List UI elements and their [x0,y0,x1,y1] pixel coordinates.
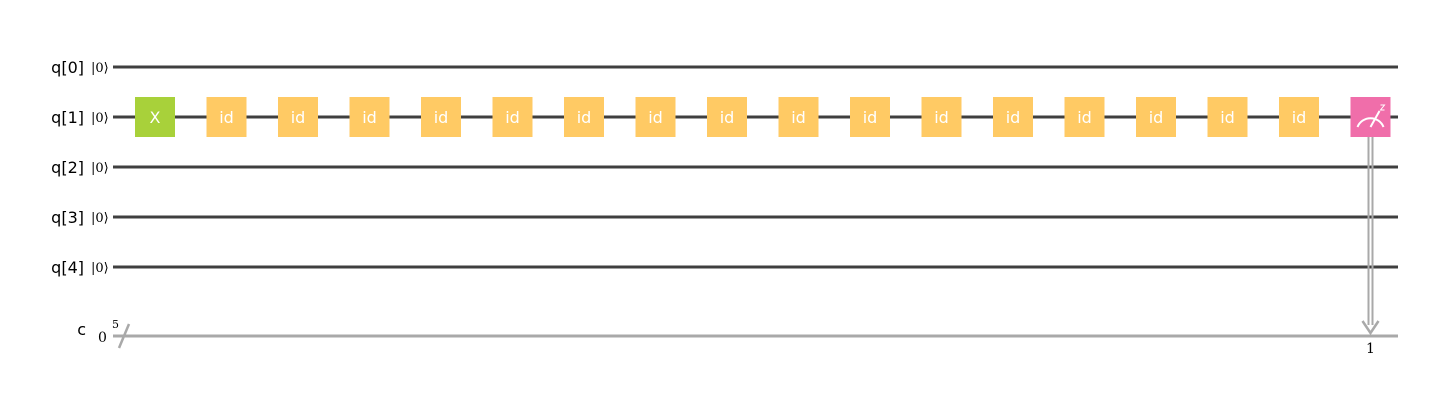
x-gate [135,97,175,137]
gate-label: id [577,108,592,127]
qubit-init-state: |0⟩ [91,261,109,276]
gate-label: id [1149,108,1164,127]
meter-basis-mark [1379,104,1386,111]
gate-label: id [1292,108,1307,127]
gate-label: id [648,108,663,127]
id-gate [492,97,533,137]
qubit-label: q[2] [51,158,84,177]
measure-gate [1350,97,1391,137]
measure-meter-icon [1356,104,1386,128]
qubit-label: q[3] [51,208,84,227]
id-gate [349,97,390,137]
classical-bundle-slash [117,323,131,349]
id-gate [850,97,890,137]
gate-label: id [505,108,520,127]
id-gate [278,97,318,137]
gate-label: id [1006,108,1021,127]
id-gate [1207,97,1248,137]
id-gate [1136,97,1176,137]
id-gate [778,97,819,137]
qubit-label: q[0] [51,58,84,77]
id-gate [707,97,747,137]
qubit-label: q[4] [51,258,84,277]
id-gate [635,97,676,137]
id-gate [421,97,461,137]
qubit-init-state: |0⟩ [91,111,109,126]
classical-register-init: 0 [98,330,107,346]
gate-label: id [1220,108,1235,127]
gate-label: id [720,108,735,127]
id-gate [1064,97,1105,137]
classical-register-label: c [77,320,86,339]
id-gate [1279,97,1319,137]
id-gate [206,97,247,137]
gate-label: id [362,108,377,127]
id-gate [921,97,962,137]
meter-arc [1356,117,1385,128]
id-gate [993,97,1033,137]
gate-label: id [934,108,949,127]
qubit-init-state: |0⟩ [91,161,109,176]
qubit-init-state: |0⟩ [91,211,109,226]
id-gate [564,97,604,137]
meter-needle [1369,110,1381,128]
qubit-label: q[1] [51,108,84,127]
measure-arrow-head [1361,320,1380,336]
gate-label: id [791,108,806,127]
gate-label: X [150,108,161,127]
measure-bit-index: 1 [1366,341,1375,357]
gate-label: id [1077,108,1092,127]
gate-label: id [863,108,878,127]
gate-label: id [291,108,306,127]
classical-register-width: 5 [112,318,119,331]
gate-label: id [219,108,234,127]
qubit-init-state: |0⟩ [91,61,109,76]
gate-label: id [434,108,449,127]
